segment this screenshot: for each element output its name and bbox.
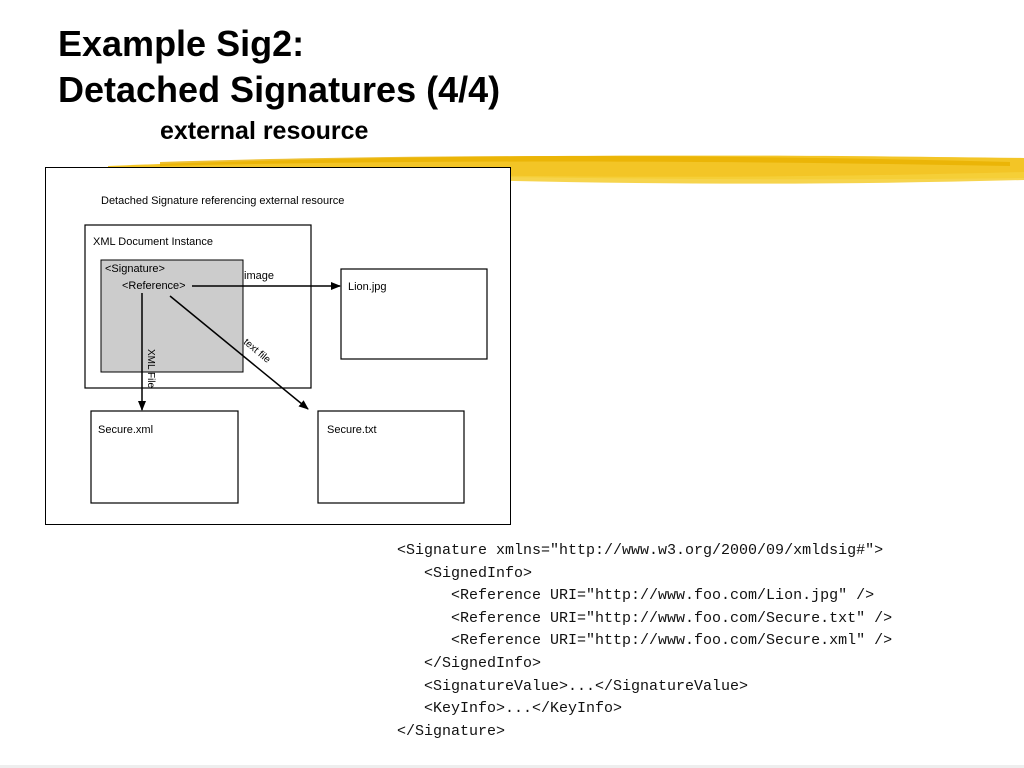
highlighter-stroke-streak — [160, 156, 1010, 166]
slide-title-line-2: Detached Signatures (4/4) — [58, 69, 501, 110]
secure-xml-label: Secure.xml — [98, 424, 153, 436]
lion-jpg-box — [340, 268, 488, 360]
slide-subtitle: external resource — [160, 117, 369, 145]
secure-txt-label: Secure.txt — [327, 424, 377, 436]
bottom-rule — [0, 765, 1024, 768]
arrow-to-secure-txt — [169, 295, 309, 410]
code-line: <SignatureValue>...</SignatureValue> — [397, 677, 749, 695]
signature-box — [100, 259, 244, 373]
lion-jpg-label: Lion.jpg — [348, 281, 387, 293]
xml-file-arrow-label: XML File — [145, 349, 156, 389]
code-line: <SignedInfo> — [397, 564, 533, 582]
code-line: <Reference URI="http://www.foo.com/Lion.… — [397, 587, 875, 605]
secure-xml-box — [90, 410, 239, 504]
detached-signature-diagram: Detached Signature referencing external … — [84, 195, 488, 504]
code-line: </Signature> — [397, 722, 506, 740]
code-line: <Signature xmlns="http://www.w3.org/2000… — [397, 542, 884, 559]
signature-label: <Signature> — [105, 263, 165, 275]
image-arrow-label: image — [244, 270, 274, 282]
reference-label: <Reference> — [122, 280, 186, 292]
xml-document-label: XML Document Instance — [93, 236, 213, 248]
diagram-frame: Detached Signature referencing external … — [45, 167, 511, 525]
xml-signature-code: <Signature xmlns="http://www.w3.org/2000… — [397, 540, 892, 743]
code-line: <Reference URI="http://www.foo.com/Secur… — [397, 632, 893, 650]
code-line: <KeyInfo>...</KeyInfo> — [397, 700, 623, 718]
highlighter-stroke-tail — [400, 172, 1024, 184]
code-line: <Reference URI="http://www.foo.com/Secur… — [397, 609, 893, 627]
code-line: </SignedInfo> — [397, 654, 542, 672]
slide-title-line-1: Example Sig2: — [58, 23, 305, 64]
secure-txt-box — [317, 410, 465, 504]
diagram-caption: Detached Signature referencing external … — [101, 195, 344, 207]
